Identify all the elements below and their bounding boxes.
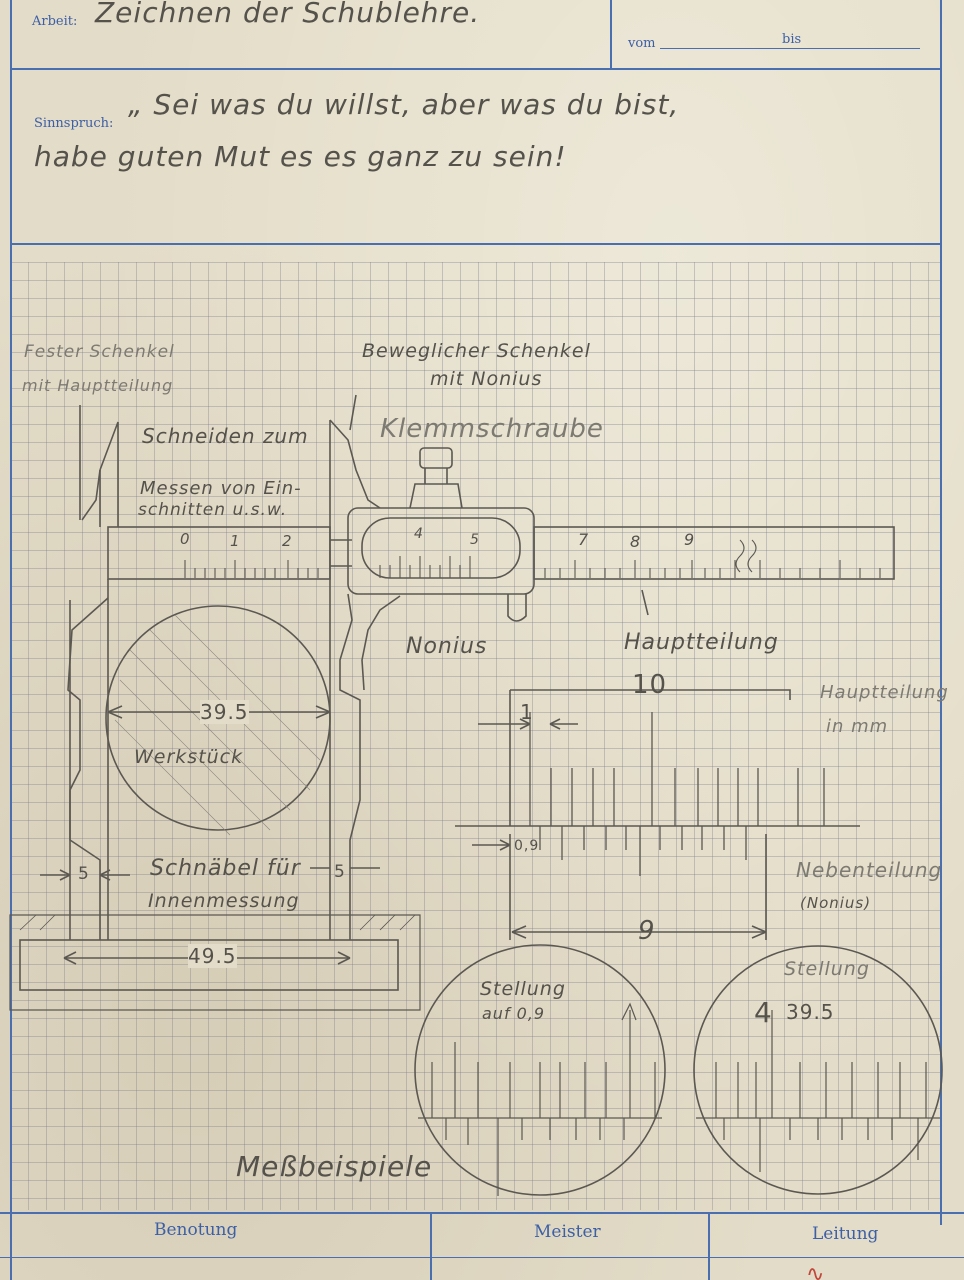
dimension-49-5: 49.5 — [188, 944, 237, 968]
dimension-5-right: 5 — [334, 862, 346, 882]
red-ink-mark: ∿ — [806, 1262, 825, 1280]
stellung-1-label: Stellung — [480, 978, 566, 1000]
footer-row-line — [0, 1257, 964, 1258]
footer-leitung: Leitung — [812, 1224, 879, 1244]
form-border-right — [940, 0, 942, 1225]
scale-label-1: 1 — [230, 532, 241, 550]
dimension-10: 10 — [632, 670, 668, 700]
schnaebel-label-2: Innenmessung — [148, 890, 300, 912]
scale-label-9: 9 — [684, 530, 696, 549]
scale-label-5: 5 — [470, 532, 480, 548]
scale-label-7: 7 — [578, 530, 590, 549]
scale-label-8: 8 — [630, 532, 642, 551]
scale-label-4: 4 — [414, 526, 424, 542]
nebenteilung-label-1: Nebenteilung — [796, 858, 943, 882]
dimension-5-left: 5 — [78, 864, 90, 884]
footer-meister: Meister — [534, 1222, 601, 1242]
hauptteilung-mm-label-2: in mm — [826, 716, 889, 737]
klemmschraube-label: Klemmschraube — [380, 414, 604, 444]
vom-label: vom — [628, 36, 656, 51]
dimension-39-5: 39.5 — [200, 700, 249, 724]
date-column-divider — [610, 0, 612, 68]
werkstueck-label: Werkstück — [134, 746, 244, 768]
fester-schenkel-label-2: mit Hauptteilung — [22, 376, 174, 395]
dimension-1: 1 — [520, 700, 534, 724]
footer-divider — [0, 1212, 964, 1214]
hauptteilung-mm-label-1: Hauptteilung — [820, 682, 949, 703]
beweglicher-schenkel-label-2: mit Nonius — [430, 368, 543, 390]
nebenteilung-label-2: (Nonius) — [800, 894, 872, 912]
dimension-0-9: 0,9 — [514, 838, 540, 854]
date-underline — [660, 48, 920, 49]
schneiden-label-2: Messen von Ein- — [140, 478, 302, 499]
nonius-label: Nonius — [406, 634, 488, 659]
header-divider-2 — [10, 243, 942, 245]
hauptteilung-label: Hauptteilung — [624, 630, 779, 655]
scale-label-2: 2 — [282, 532, 293, 550]
header-divider-1 — [10, 68, 942, 70]
stellung-1-value: auf 0,9 — [482, 1004, 546, 1023]
sinnspruch-line-2: habe guten Mut es es ganz zu sein! — [34, 140, 567, 173]
graph-paper-grid — [10, 262, 940, 1210]
bis-label: bis — [782, 32, 802, 47]
schneiden-label-1: Schneiden zum — [142, 424, 309, 448]
stellung-2-number: 4 — [754, 996, 773, 1029]
schnaebel-label-1: Schnäbel für — [150, 856, 301, 881]
stellung-2-value: 39.5 — [786, 1000, 835, 1024]
fester-schenkel-label: Fester Schenkel — [24, 342, 175, 362]
arbeit-label: Arbeit: — [32, 14, 78, 29]
footer-benotung: Benotung — [154, 1220, 238, 1240]
sinnspruch-line-1: „ Sei was du willst, aber was du bist, — [128, 88, 680, 121]
footer-col-1 — [430, 1212, 432, 1280]
messbeispiele-label: Meßbeispiele — [236, 1150, 433, 1183]
arbeit-value: Zeichnen der Schublehre. — [95, 0, 481, 29]
scale-label-0: 0 — [180, 530, 191, 548]
form-border-left — [10, 0, 12, 1280]
sinnspruch-label: Sinnspruch: — [34, 116, 114, 131]
beweglicher-schenkel-label: Beweglicher Schenkel — [362, 340, 591, 362]
schneiden-label-3: schnitten u.s.w. — [138, 500, 288, 520]
dimension-9: 9 — [638, 916, 656, 946]
footer-col-2 — [708, 1212, 710, 1280]
stellung-2-label: Stellung — [784, 958, 870, 980]
